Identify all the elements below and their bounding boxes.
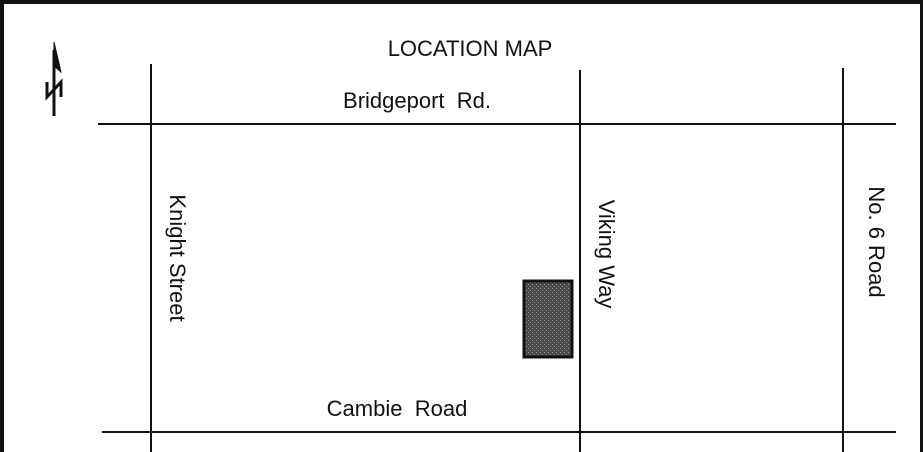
north-arrow-icon bbox=[45, 41, 63, 116]
label-cambie: Cambie Road bbox=[327, 396, 468, 421]
label-no6: No. 6 Road bbox=[864, 186, 889, 297]
label-viking: Viking Way bbox=[594, 200, 619, 309]
location-map: LOCATION MAP Bridgeport Rd. Cambie Road … bbox=[45, 36, 896, 452]
label-bridgeport: Bridgeport Rd. bbox=[343, 88, 491, 113]
label-knight: Knight Street bbox=[165, 194, 190, 321]
site-marker-icon bbox=[522, 279, 574, 359]
map-title: LOCATION MAP bbox=[388, 36, 553, 61]
